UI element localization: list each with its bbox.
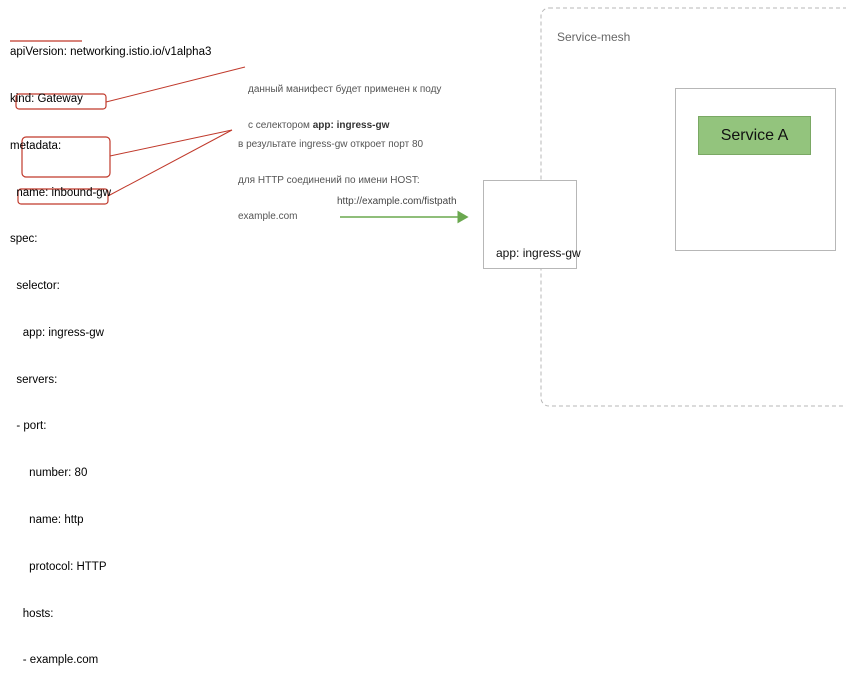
manifest-line: name: inbound-gw <box>10 186 112 199</box>
manifest-line: kind: Gateway <box>10 92 83 105</box>
port-note: в результате ingress-gw откроет порт 80 … <box>238 115 423 235</box>
manifest-line: metadata: <box>10 139 62 152</box>
port-note-line: example.com <box>238 211 298 222</box>
ingress-gateway-box <box>483 180 577 269</box>
hosts-highlight-box <box>17 188 109 205</box>
manifest-line: spec: <box>10 233 38 246</box>
manifest-line: selector: <box>10 280 60 293</box>
manifest-line: name: http <box>10 514 84 526</box>
service-a-label: Service A <box>720 126 789 144</box>
selector-note-prefix: с селектором <box>248 120 313 131</box>
service-a-box: Service A <box>698 116 811 155</box>
selector-note-bold: app: ingress-gw <box>312 120 390 131</box>
port-note-line: для HTTP соединений по имени HOST: <box>238 175 420 186</box>
manifest-line: servers: <box>10 373 58 386</box>
port-connector <box>109 129 233 157</box>
request-url-label: http://example.com/fistpath <box>337 196 457 207</box>
manifest-line: apiVersion: networking.istio.io/v1alpha3 <box>10 46 212 59</box>
port-highlight-box <box>21 136 111 178</box>
manifest-line: - example.com <box>10 654 99 667</box>
service-mesh-label: Service-mesh <box>557 30 631 44</box>
gateway-proxy-label: Proxy <box>516 205 548 219</box>
service-proxy-label: Proxy <box>733 206 765 220</box>
manifest-line: - port: <box>10 420 47 433</box>
manifest-line: app: ingress-gw <box>10 326 104 339</box>
gateway-app-label: app: ingress-gw <box>496 246 581 260</box>
gateway-manifest: apiVersion: networking.istio.io/v1alpha3… <box>10 14 211 685</box>
port-note-line: в результате ingress-gw откроет порт 80 <box>238 139 424 150</box>
selector-connector <box>105 66 246 103</box>
manifest-line: protocol: HTTP <box>10 560 107 573</box>
selector-note: данный манифест будет применен к поду с … <box>248 60 441 144</box>
manifest-line: hosts: <box>10 607 54 620</box>
hosts-connector <box>107 129 233 197</box>
selector-note-line: данный манифест будет применен к поду <box>248 84 442 95</box>
manifest-line: number: 80 <box>10 467 88 480</box>
selector-note-line: с селектором app: ingress-gw <box>248 120 441 132</box>
service-a-pod-box <box>675 88 836 251</box>
